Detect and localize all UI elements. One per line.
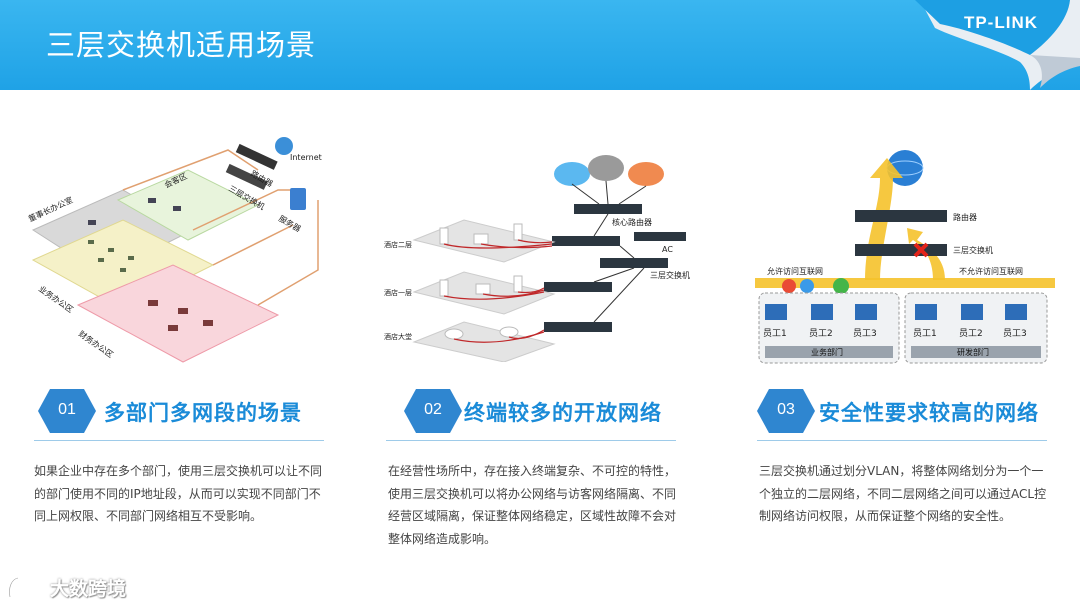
emp6-label: 员工3 (1003, 328, 1027, 339)
tp-link-logo: TP-LINK (963, 13, 1038, 32)
divider (757, 440, 1047, 441)
dept-business-label: 业务部门 (811, 347, 843, 357)
core-router-label: 核心路由器 (612, 217, 652, 227)
emp4-label: 员工1 (913, 328, 937, 339)
section-1: 01 多部门多网段的场景 如果企业中存在多个部门，使用三层交换机可以让不同的部门… (34, 388, 358, 523)
section-3: 03 安全性要求较高的网络 三层交换机通过划分VLAN，将整体网络划分为一个一个… (757, 388, 1077, 523)
hotel-switch-label: 三层交换机 (650, 270, 690, 280)
section-description: 在经营性场所中，存在接入终端复杂、不可控的特性，使用三层交换机可以将办公网络与访… (388, 464, 677, 546)
page-title: 三层交换机适用场景 (46, 28, 317, 62)
sec-router-label: 路由器 (953, 212, 977, 222)
hotel-network-illustration: 核心路由器 AC 三层交换机 酒店二层 酒店一层 酒店大堂 (384, 152, 714, 362)
hexagon-icon (38, 389, 96, 433)
emp5-label: 员工2 (959, 328, 983, 339)
section-title: 多部门多网段的场景 (104, 401, 302, 425)
logo-ribbon (915, 0, 1080, 90)
section-title: 终端较多的开放网络 (464, 401, 662, 425)
section-2: 02 终端较多的开放网络 在经营性场所中，存在接入终端复杂、不可控的特性，使用三… (386, 388, 708, 546)
section-description: 三层交换机通过划分VLAN，将整体网络划分为一个一个独立的二层网络，不同二层网络… (759, 464, 1047, 523)
deny-label: 不允许访问互联网 (959, 266, 1023, 276)
ac-label: AC (662, 245, 673, 254)
header-banner: 三层交换机适用场景 (0, 0, 1080, 90)
emp3-label: 员工3 (853, 328, 877, 339)
section-title: 安全性要求较高的网络 (819, 401, 1039, 425)
divider (386, 440, 676, 441)
dept-rd-label: 研发部门 (957, 347, 989, 357)
watermark: 大数跨境 (6, 574, 126, 601)
emp1-label: 员工1 (763, 328, 787, 339)
finance-label: 财务办公区 (77, 328, 116, 359)
security-network-illustration: 路由器 三层交换机 允许访问互联网 不允许访问互联网 员工1 员工2 员工3 员… (755, 148, 1055, 366)
lobby-label: 酒店大堂 (384, 332, 412, 341)
hexagon-icon (404, 389, 462, 433)
hexagon-icon (757, 389, 815, 433)
section-number: 02 (424, 401, 442, 418)
allow-label: 允许访问互联网 (767, 266, 823, 276)
business-label: 业务办公区 (37, 283, 76, 314)
internet-label: Internet (290, 153, 322, 162)
section-number: 01 (58, 401, 76, 418)
watermark-logo-icon (8, 576, 45, 597)
divider (34, 440, 324, 441)
watermark-text: 大数跨境 (50, 578, 127, 600)
floor2-label: 酒店二层 (384, 240, 412, 249)
emp2-label: 员工2 (809, 328, 833, 339)
section-description: 如果企业中存在多个部门，使用三层交换机可以让不同的部门使用不同的IP地址段，从而… (34, 464, 323, 523)
section-number: 03 (777, 401, 795, 418)
office-illustration: Internet 路由器 三层交换机 服务器 会客区 董事长办公室 业务办公区 … (28, 130, 368, 370)
floor1-label: 酒店一层 (384, 288, 412, 297)
sec-switch-label: 三层交换机 (953, 245, 993, 255)
